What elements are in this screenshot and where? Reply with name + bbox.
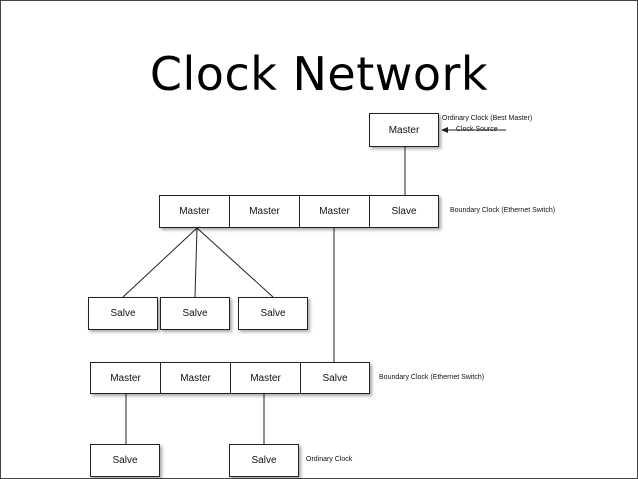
boundary2-label: Boundary Clock (Ethernet Switch): [379, 374, 485, 381]
grandmaster-type-label: Ordinary Clock (Best Master): [442, 115, 533, 122]
boundary2-port-1: Master: [90, 362, 161, 394]
ordinary-clock-label: Ordinary Clock: [306, 456, 353, 463]
boundary1-port-1: Master: [159, 195, 230, 228]
boundary2-port-4: Salve: [300, 362, 370, 394]
salve-node-bottom-1: Salve: [90, 444, 160, 477]
boundary1-port-4: Slave: [369, 195, 439, 228]
link-b1-salve2: [194, 227, 198, 298]
salve-node-mid-2: Salve: [160, 297, 230, 330]
boundary1-label: Boundary Clock (Ethernet Switch): [450, 207, 556, 214]
boundary1-port-2: Master: [229, 195, 300, 228]
clock-source-arrowhead: [441, 127, 448, 133]
grandmaster-node: Master: [369, 113, 439, 147]
link-b1-salve1: [122, 227, 198, 298]
link-b1-salve3: [196, 227, 274, 298]
salve-node-mid-3: Salve: [238, 297, 308, 330]
boundary-clock-2: Master Master Master Salve: [90, 362, 370, 394]
boundary2-port-3: Master: [230, 362, 301, 394]
boundary1-port-3: Master: [299, 195, 370, 228]
salve-node-bottom-2: Salve: [229, 444, 299, 477]
boundary2-port-2: Master: [160, 362, 231, 394]
boundary-clock-1: Master Master Master Slave: [159, 195, 439, 228]
clock-source-label: Clock Source: [456, 126, 498, 133]
slide-title: Clock Network: [149, 47, 489, 101]
salve-node-mid-1: Salve: [88, 297, 158, 330]
